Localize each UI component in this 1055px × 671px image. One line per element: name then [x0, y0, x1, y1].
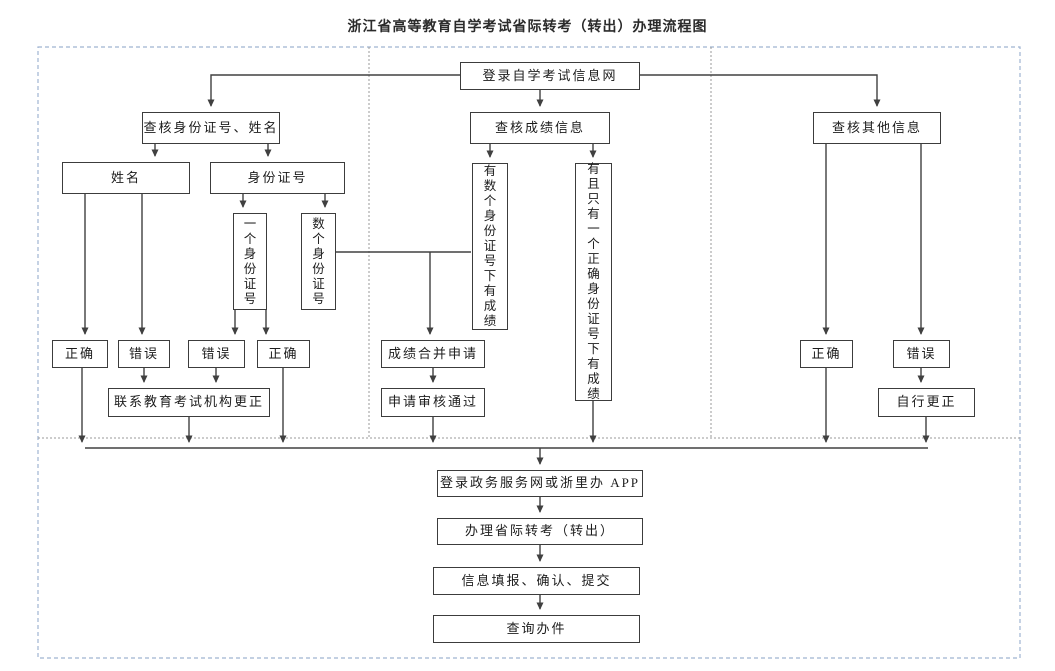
node-name: 姓名	[62, 162, 190, 194]
node-contact-exam-org-correct: 联系教育考试机构更正	[108, 388, 270, 417]
node-fill-confirm-submit-info: 信息填报、确认、提交	[433, 567, 640, 595]
node-scores-under-one-correct-id: 有且只有一个正确身份证号下有成绩	[575, 162, 612, 401]
node-scores-under-several-ids: 有数个身份证号下有成绩	[472, 163, 508, 330]
node-several-id-numbers-label: 数个身份证号	[312, 216, 325, 306]
node-correct-other: 正确	[800, 340, 853, 368]
node-error-other: 错误	[893, 340, 950, 368]
node-scores-under-several-ids-label: 有数个身份证号下有成绩	[483, 164, 497, 328]
node-query-application-status: 查询办件	[433, 615, 640, 643]
node-self-correct: 自行更正	[878, 388, 975, 417]
node-login-exam-info-site: 登录自学考试信息网	[460, 62, 640, 90]
node-correct-id: 正确	[257, 340, 310, 368]
node-handle-interprovincial-transfer-out: 办理省际转考（转出）	[437, 518, 643, 545]
node-error-name: 错误	[118, 340, 170, 368]
node-scores-under-one-correct-id-label: 有且只有一个正确身份证号下有成绩	[587, 162, 600, 401]
node-check-id-and-name: 查核身份证号、姓名	[142, 112, 280, 144]
node-application-approved: 申请审核通过	[381, 388, 485, 417]
node-check-other-info: 查核其他信息	[813, 112, 941, 144]
outer-dashed-border	[37, 46, 1021, 659]
node-id-number: 身份证号	[210, 162, 345, 194]
node-one-id-number-label: 一个身份证号	[243, 216, 257, 306]
node-score-merge-application: 成绩合并申请	[381, 340, 485, 368]
connector-lines	[78, 74, 930, 610]
flowchart-title: 浙江省高等教育自学考试省际转考（转出）办理流程图	[347, 20, 708, 35]
node-error-id: 错误	[188, 340, 245, 368]
node-login-gov-service-or-zheliban-app: 登录政务服务网或浙里办 APP	[437, 470, 643, 497]
node-several-id-numbers: 数个身份证号	[301, 213, 336, 310]
node-correct-name: 正确	[52, 340, 108, 368]
node-check-score-info: 查核成绩信息	[470, 112, 610, 144]
node-one-id-number: 一个身份证号	[233, 213, 267, 310]
